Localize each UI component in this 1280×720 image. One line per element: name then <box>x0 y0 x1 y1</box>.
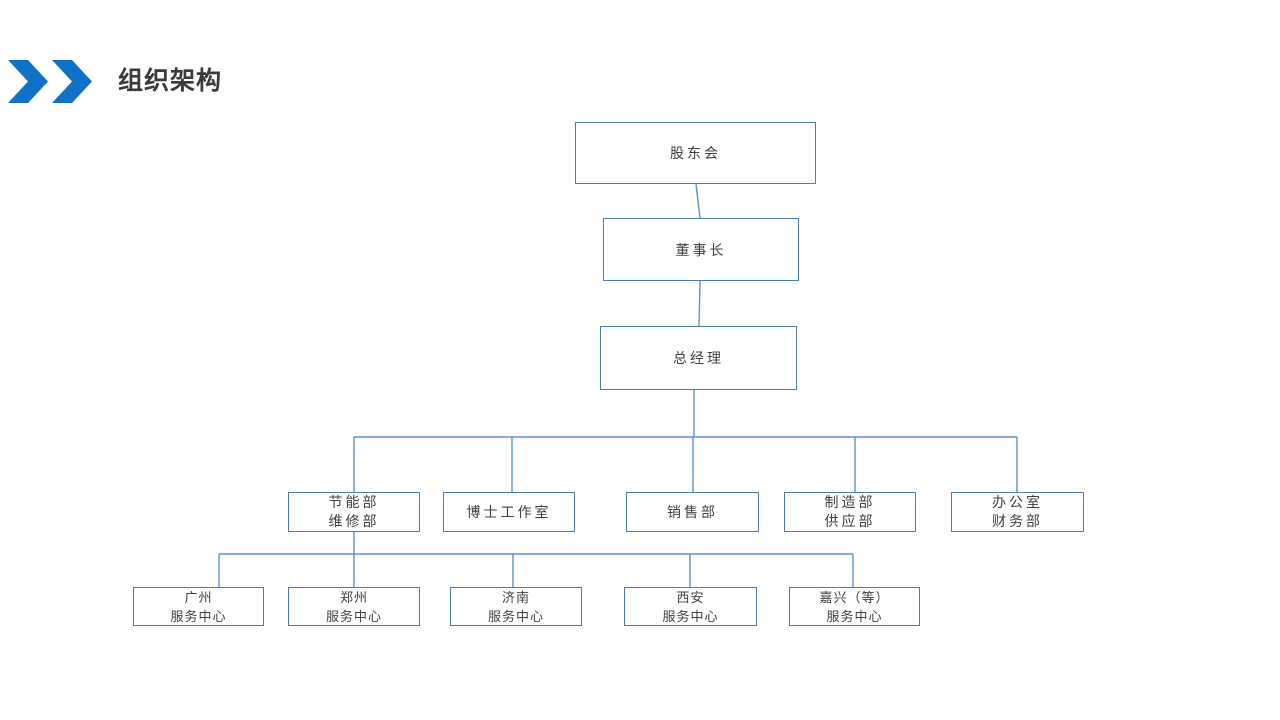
page-title: 组织架构 <box>118 67 223 95</box>
connector <box>698 280 701 327</box>
org-node-jiaxing-service-center: 嘉兴（等） 服务中心 <box>789 587 920 626</box>
org-node-shareholders-meeting: 股东会 <box>575 122 816 184</box>
org-node-label: 股东会 <box>670 145 721 161</box>
org-node-label: 博士工作室 <box>466 503 552 520</box>
org-node-label: 服务中心 <box>170 608 227 624</box>
org-node-label: 济南 <box>501 589 530 605</box>
org-node-label: 西安 <box>676 589 705 605</box>
org-node-label: 广州 <box>184 589 213 605</box>
org-node-label: 服务中心 <box>325 608 382 624</box>
org-node-label: 销售部 <box>667 503 718 520</box>
org-node-label: 供应部 <box>824 513 876 529</box>
org-node-office-finance-dept: 办公室 财务部 <box>951 492 1084 532</box>
org-node-label: 嘉兴（等） <box>819 589 890 605</box>
chevron-right-icon <box>52 60 92 103</box>
org-node-label: 郑州 <box>339 589 368 605</box>
org-node-guangzhou-service-center: 广州 服务中心 <box>133 587 264 626</box>
org-node-manufacturing-supply-dept: 制造部 供应部 <box>784 492 916 532</box>
org-node-label: 制造部 <box>824 494 876 510</box>
org-node-energy-maintenance-dept: 节能部 维修部 <box>288 492 420 532</box>
org-node-label: 节能部 <box>328 494 380 510</box>
connector <box>695 183 701 219</box>
org-node-doctor-studio: 博士工作室 <box>443 492 575 532</box>
org-node-chairman: 董事长 <box>603 218 799 281</box>
org-node-general-manager: 总经理 <box>600 326 797 390</box>
org-node-sales-dept: 销售部 <box>626 492 759 532</box>
chevron-right-icon <box>8 60 48 103</box>
org-node-zhengzhou-service-center: 郑州 服务中心 <box>288 587 420 626</box>
org-node-label: 服务中心 <box>662 608 719 624</box>
org-node-label: 维修部 <box>328 513 380 529</box>
org-node-label: 总经理 <box>673 350 724 366</box>
org-node-label: 董事长 <box>675 241 727 258</box>
double-chevron-icon <box>8 60 96 103</box>
org-node-jinan-service-center: 济南 服务中心 <box>450 587 582 626</box>
org-node-label: 财务部 <box>992 513 1043 529</box>
slide-header: 组织架构 <box>8 60 222 103</box>
org-node-label: 办公室 <box>992 494 1043 510</box>
org-node-label: 服务中心 <box>826 608 883 624</box>
org-node-label: 服务中心 <box>487 608 544 624</box>
org-node-xian-service-center: 西安 服务中心 <box>624 587 757 626</box>
